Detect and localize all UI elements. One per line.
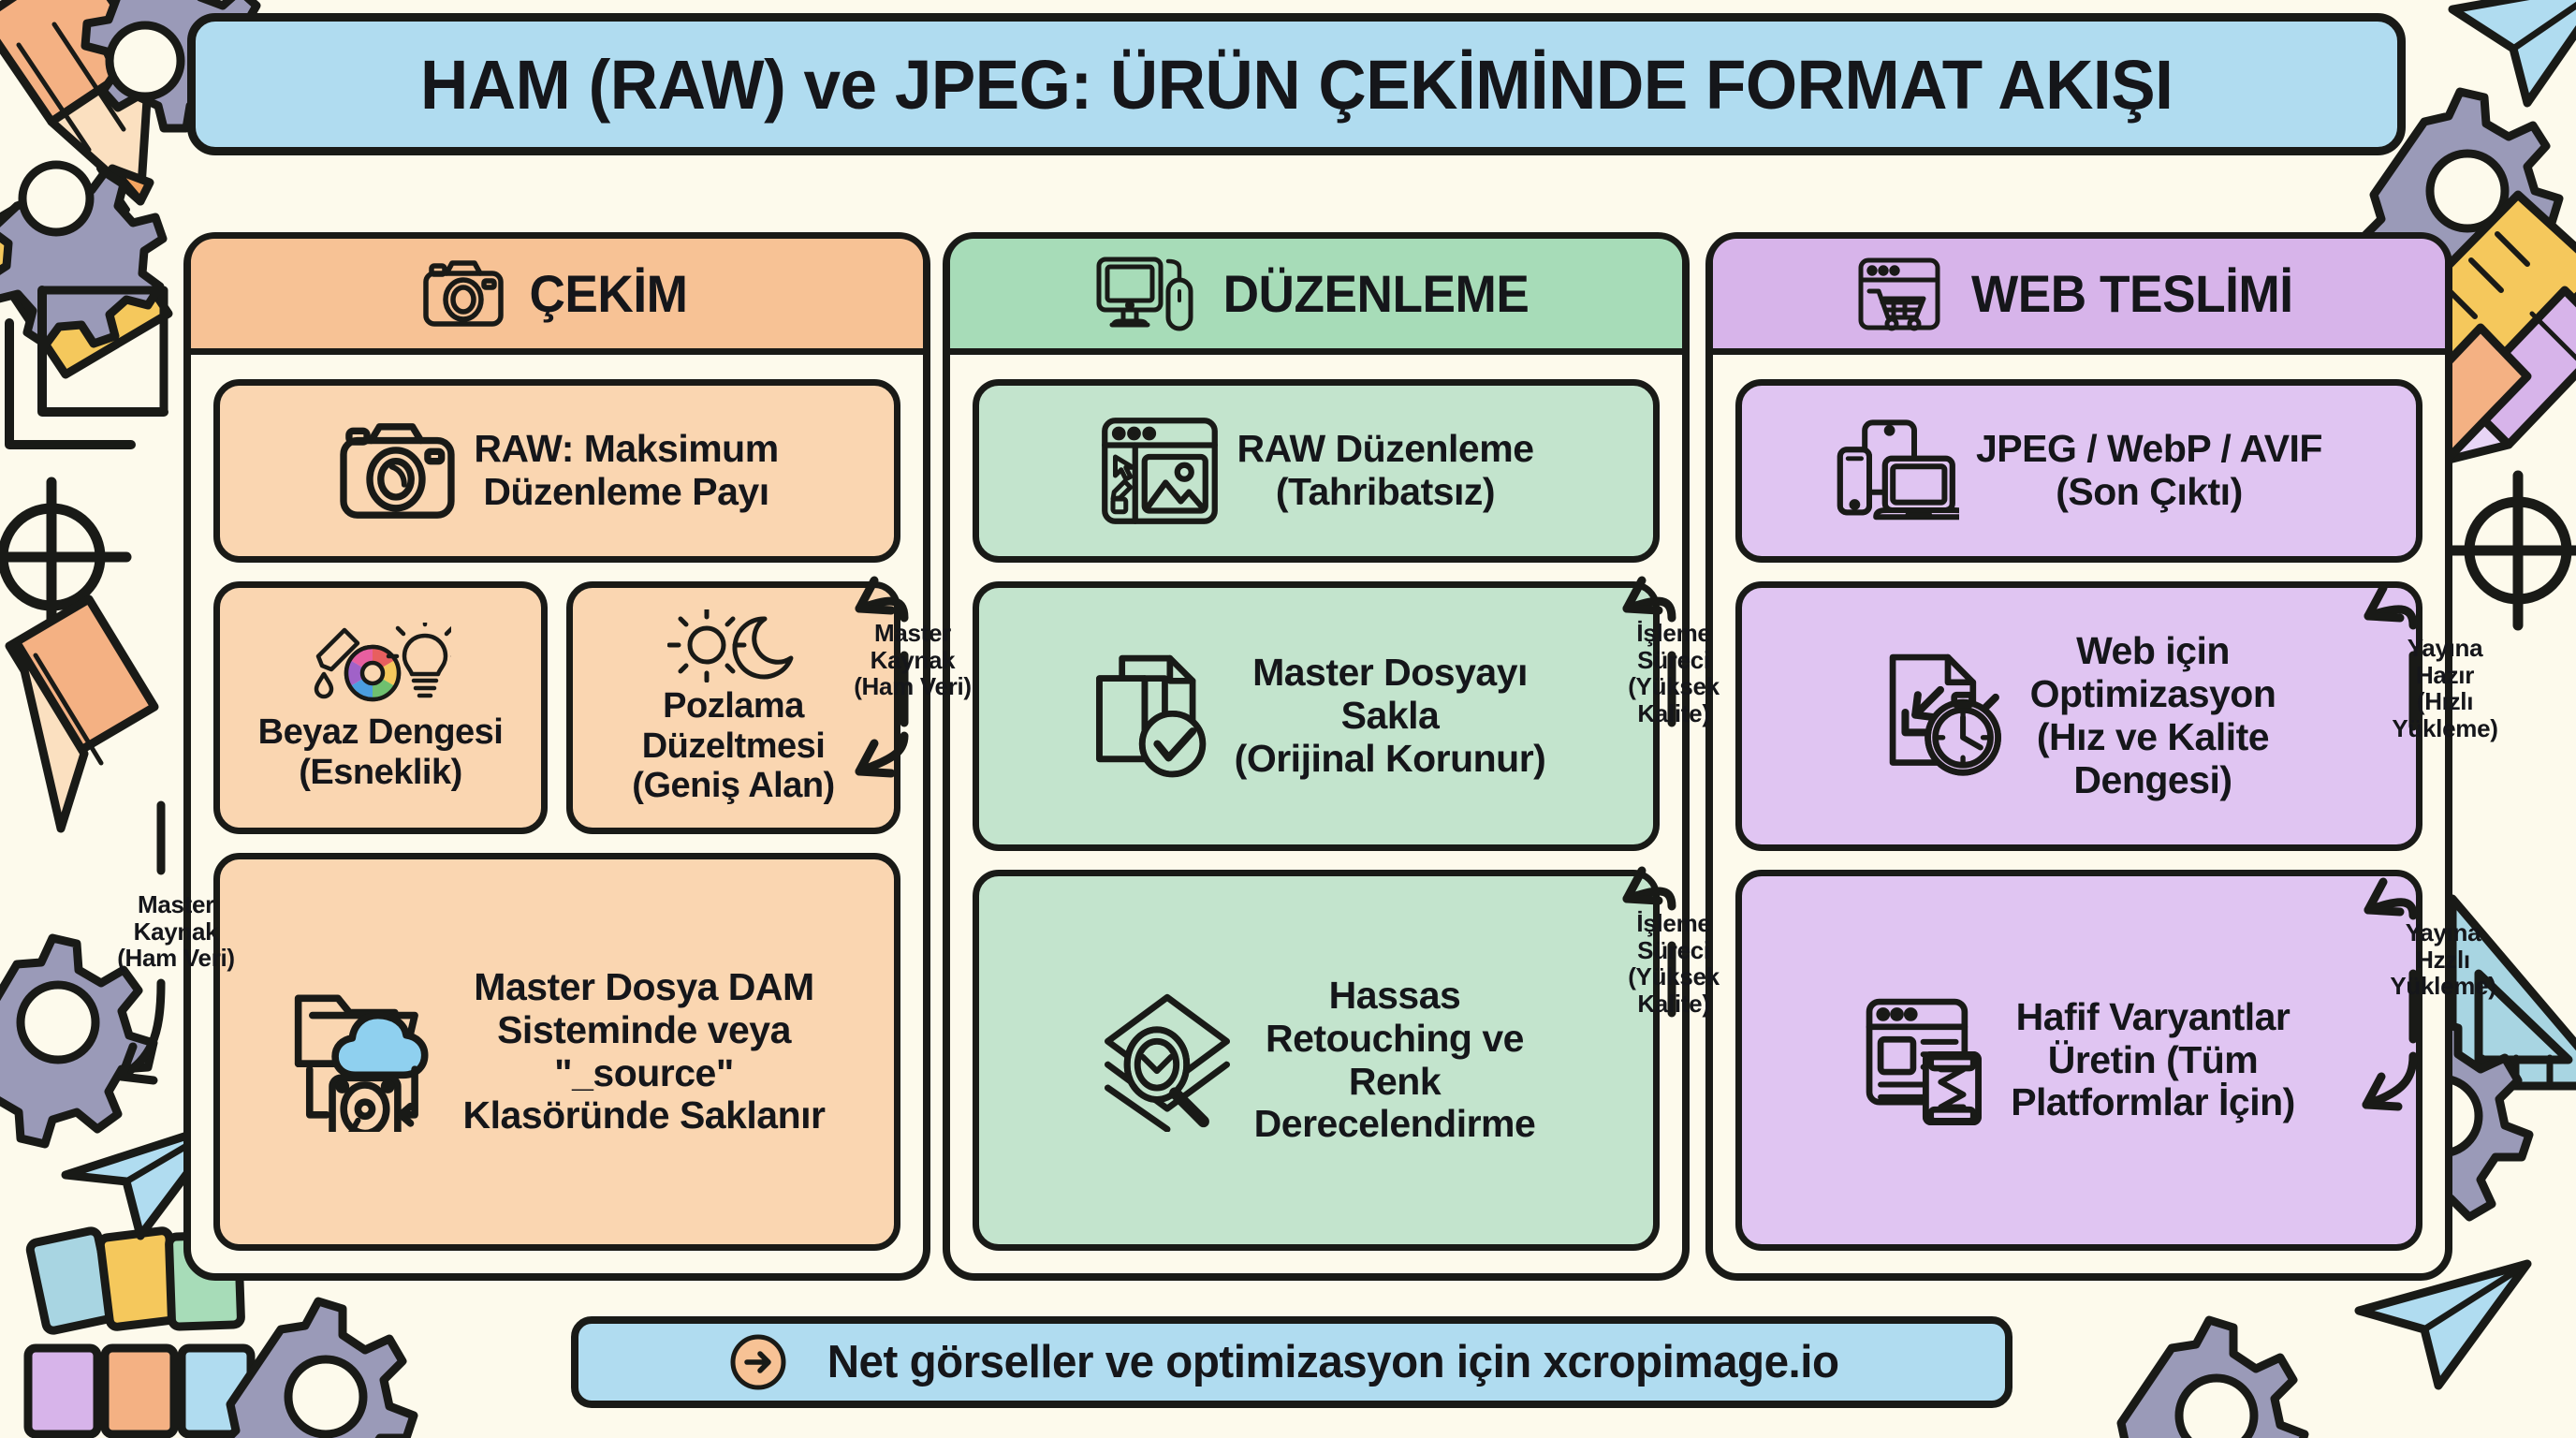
pencil-doodle-3 <box>2429 286 2576 468</box>
column-title-cekim: ÇEKİM <box>529 264 688 323</box>
column-duzenleme: DÜZENLEME <box>943 232 1690 1281</box>
card-pozlama-duzeltmesi[interactable]: Pozlama Düzeltmesi (Geniş Alan) <box>566 581 900 834</box>
card-label: Web için Optimizasyon (Hız ve Kalite Den… <box>2029 629 2276 801</box>
document-check-icon <box>1095 654 1206 778</box>
connector-label-gap2-isleme-a: İşleme Süreci (Yüksek Kalite) <box>1628 619 1720 727</box>
photo-editor-window-icon <box>1101 418 1218 524</box>
page-title: HAM (RAW) ve JPEG: ÜRÜN ÇEKİMİNDE FORMAT… <box>419 45 2174 124</box>
sun-moon-icon <box>666 609 793 683</box>
paper-plane-doodle-2 <box>2448 0 2576 108</box>
card-label: Pozlama Düzeltmesi (Geniş Alan) <box>632 686 835 806</box>
card-raw-maksimum[interactable]: RAW: Maksimum Düzenleme Payı <box>213 379 900 563</box>
column-web-teslimi: WEB TESLİMİ <box>1705 232 2452 1281</box>
camera-icon <box>340 423 455 519</box>
card-label: RAW Düzenleme (Tahribatsız) <box>1237 427 1535 513</box>
column-title-duzenleme: DÜZENLEME <box>1222 264 1530 323</box>
card-label: Hassas Retouching ve Renk Derecelendirme <box>1253 973 1536 1146</box>
card-label: JPEG / WebP / AVIF (Son Çıktı) <box>1976 427 2322 513</box>
card-hassas-retouching[interactable]: Hassas Retouching ve Renk Derecelendirme <box>973 870 1660 1251</box>
cta-banner[interactable]: Net görseller ve optimizasyon için xcrop… <box>571 1316 2012 1408</box>
layers-magnifier-icon <box>1104 993 1230 1132</box>
eyedropper-colorwheel-bulb-icon <box>314 623 451 702</box>
camera-icon <box>423 259 504 327</box>
folder-cloud-harddisk-icon <box>294 994 429 1132</box>
column-title-web-teslimi: WEB TESLİMİ <box>1971 264 2293 323</box>
devices-icon <box>1837 419 1959 521</box>
ruler-doodle <box>0 166 173 379</box>
crop-tool-doodle <box>5 286 168 449</box>
card-beyaz-dengesi[interactable]: Beyaz Dengesi (Esneklik) <box>213 581 548 834</box>
monitor-mouse-icon <box>1096 257 1193 330</box>
card-master-dosya-dam[interactable]: Master Dosya DAM Sisteminde veya "_sourc… <box>213 853 900 1251</box>
pencil-doodle-2 <box>5 594 159 833</box>
card-hafif-varyantlar[interactable]: Hafif Varyantlar Üretin (Tüm Platformlar… <box>1735 870 2422 1251</box>
column-cekim: ÇEKİM RAW: Maksimum Düzenleme Payı <box>183 232 930 1281</box>
webpage-compress-icon <box>1866 998 1983 1125</box>
gear-doodle-2 <box>0 160 168 349</box>
column-header-duzenleme: DÜZENLEME <box>950 239 1682 355</box>
connector-label-right-yayina-b: Yayına Hzzlı Yükleme) <box>2390 918 2496 1001</box>
card-label: Master Dosya DAM Sisteminde veya "_sourc… <box>462 964 826 1137</box>
card-jpeg-webp-avif[interactable]: JPEG / WebP / AVIF (Son Çıktı) <box>1735 379 2422 563</box>
column-body-cekim: RAW: Maksimum Düzenleme Payı <box>191 355 923 1273</box>
card-pair-row: Beyaz Dengesi (Esneklik) Pozlama Düzeltm… <box>213 581 900 834</box>
arrow-right-circle-icon <box>730 1334 786 1390</box>
column-body-duzenleme: RAW Düzenleme (Tahribatsız) Maste <box>950 355 1682 1273</box>
paper-plane-doodle-3 <box>2354 1259 2532 1390</box>
connector-label-gap2-isleme-b: İşleme Süreci (Yüksek Kalite) <box>1628 909 1720 1018</box>
compress-file-stopwatch-icon <box>1889 653 2001 776</box>
browser-cart-icon <box>1858 257 1940 330</box>
gear-doodle-4 <box>222 1297 418 1438</box>
pencil-doodle <box>0 0 154 206</box>
connector-label-left-master: Master Kaynak (Ham Veri) <box>117 890 235 973</box>
crosshair-doodle-1 <box>0 477 132 638</box>
card-label: RAW: Maksimum Düzenleme Payı <box>474 427 779 513</box>
crosshair-doodle-2 <box>2437 470 2576 631</box>
title-banner: HAM (RAW) ve JPEG: ÜRÜN ÇEKİMİNDE FORMAT… <box>187 13 2406 155</box>
connector-label-right-yayina-a: Yayına Hazır (Hızlı Yükleme) <box>2392 634 2498 742</box>
card-raw-duzenleme[interactable]: RAW Düzenleme (Tahribatsız) <box>973 379 1660 563</box>
card-master-dosyayi-sakla[interactable]: Master Dosyayı Sakla (Orijinal Korunur) <box>973 581 1660 851</box>
cta-text: Net görseller ve optimizasyon için xcrop… <box>827 1337 1839 1387</box>
column-body-web-teslimi: JPEG / WebP / AVIF (Son Çıktı) <box>1713 355 2445 1273</box>
column-header-cekim: ÇEKİM <box>191 239 923 355</box>
gear-doodle-7 <box>2116 1315 2309 1438</box>
card-web-optimizasyon[interactable]: Web için Optimizasyon (Hız ve Kalite Den… <box>1735 581 2422 851</box>
connector-label-gap1-master: Master Kaynak (Ham Veri) <box>854 619 972 701</box>
column-header-web-teslimi: WEB TESLİMİ <box>1713 239 2445 355</box>
card-label: Master Dosyayı Sakla (Orijinal Korunur) <box>1234 651 1546 780</box>
card-label: Beyaz Dengesi (Esneklik) <box>257 712 504 792</box>
card-label: Hafif Varyantlar Üretin (Tüm Platformlar… <box>2011 994 2295 1124</box>
